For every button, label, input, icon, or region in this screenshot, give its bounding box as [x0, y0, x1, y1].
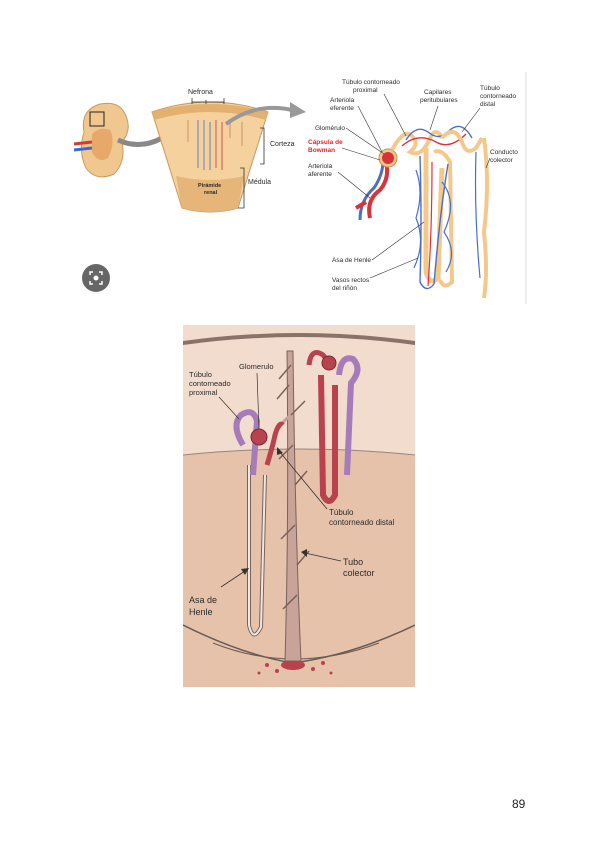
label-tubulo-proximal-2: proximal [353, 87, 378, 94]
zoom-arrow-2 [224, 105, 293, 126]
label-tubulo-distal-3: distal [480, 101, 496, 108]
zoom-arrow-1 [116, 135, 164, 147]
papilla-dots [257, 660, 333, 675]
label-medula: Médula [248, 179, 271, 186]
page-number: 89 [512, 797, 526, 811]
nephron-detail [328, 72, 528, 304]
label-tubulo-proximal-3: proximal [189, 388, 218, 397]
label-conducto-colector-2: colector [490, 157, 514, 164]
label-asa-henle: Asa de [189, 595, 217, 605]
label-glomerulo: Glomerulo [239, 362, 274, 371]
label-capilares: Capilares [424, 89, 452, 96]
label-tubulo-distal-2: contorneado [480, 93, 517, 100]
right-nephron [306, 350, 361, 504]
left-nephron [233, 409, 285, 637]
label-arteriola-aferente-2: aferente [308, 171, 332, 178]
label-arteriola-aferente: Arteriola [308, 163, 333, 170]
label-piramide-renal: renal [204, 190, 218, 196]
label-capsula-bowman: Cápsula de [308, 139, 343, 146]
label-nefrona: Nefrona [188, 89, 213, 96]
label-tubulo-proximal: Túbulo [189, 370, 212, 379]
nephron-illustration: Túbulo contorneado proximal Glomerulo Tú… [183, 325, 415, 687]
label-arteriola-eferente: Arteriola [330, 97, 355, 104]
label-vasos-rectos: Vasos rectos [332, 277, 370, 284]
label-tubulo-proximal: Túbulo contorneado [342, 79, 400, 86]
label-conducto-colector: Conducto [490, 149, 518, 156]
label-tubulo-proximal-2: contorneado [189, 379, 231, 388]
renal-pyramid [151, 101, 269, 213]
label-tubulo-distal: Túbulo [329, 508, 354, 517]
label-vasos-rectos-2: del riñón [332, 285, 357, 292]
label-glomerulo: Glomérulo [315, 125, 345, 132]
label-asa-henle: Asa de Henle [332, 257, 371, 264]
lens-search-icon[interactable] [82, 264, 110, 292]
label-tubo-colector: Tubo [343, 557, 363, 567]
label-tubulo-distal-2: contorneado distal [329, 518, 395, 527]
label-piramide: Pirámide [198, 183, 221, 189]
label-capilares-2: peritubulares [420, 97, 458, 104]
label-tubo-colector-2: colector [343, 568, 375, 578]
label-asa-henle-2: Henle [189, 607, 213, 617]
label-tubulo-distal: Túbulo [480, 85, 500, 92]
label-corteza: Corteza [270, 141, 295, 148]
label-arteriola-eferente-2: eferente [330, 105, 354, 112]
label-capsula-bowman-2: Bowman [308, 147, 335, 154]
kidney-nephron-diagram: Nefrona Corteza Médula Pirámide renal [73, 72, 528, 304]
